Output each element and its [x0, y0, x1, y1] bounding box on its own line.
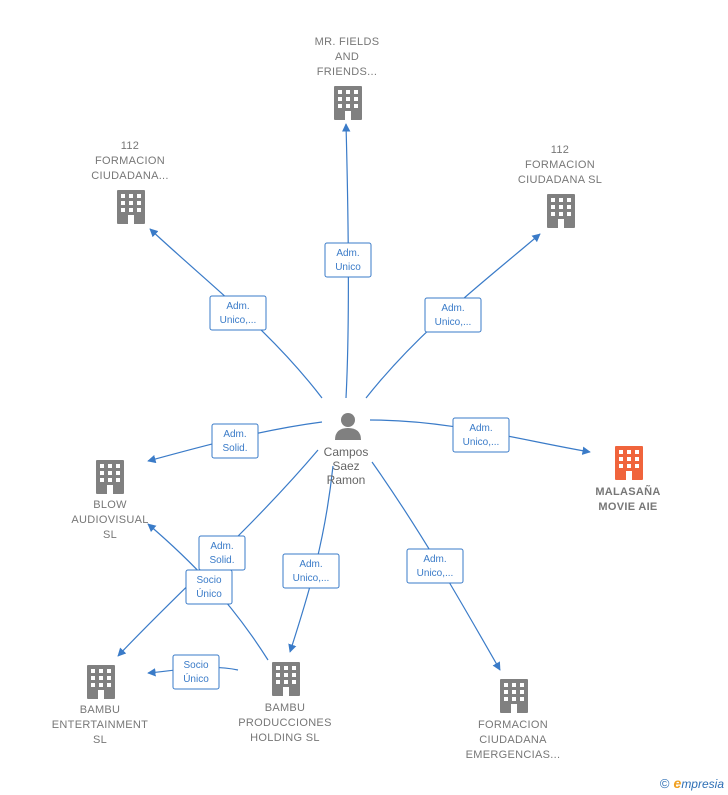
- edge-112-formacion-1: Adm. Unico,...: [149, 228, 323, 399]
- edge-malasana: Adm. Unico,...: [369, 417, 591, 455]
- building-icon[interactable]: [272, 662, 300, 696]
- edge-112-formacion-sl: Adm. Unico,...: [365, 233, 541, 399]
- node-label-line[interactable]: FORMACION: [525, 159, 595, 171]
- brand-initial: e: [673, 775, 682, 791]
- person-label-line[interactable]: Campos: [324, 445, 369, 459]
- node-label-line[interactable]: CIUDADANA: [479, 734, 547, 746]
- node-label-line[interactable]: MALASAÑA: [595, 485, 660, 498]
- building-icon[interactable]: [87, 665, 115, 699]
- building-icon[interactable]: [500, 679, 528, 713]
- edge-label-line: Adm.: [226, 301, 249, 312]
- person-label-line[interactable]: Ramon: [327, 473, 366, 487]
- node-label-line[interactable]: MOVIE AIE: [598, 501, 657, 513]
- node-bambu-ent[interactable]: BAMBU ENTERTAINMENT SL: [52, 665, 148, 746]
- node-label-line[interactable]: AUDIOVISUAL: [71, 514, 148, 526]
- edge-label-box[interactable]: [424, 297, 482, 333]
- building-icon[interactable]: [117, 190, 145, 224]
- node-label-line[interactable]: BLOW: [93, 499, 127, 511]
- edge-label-line: Socio: [183, 660, 208, 671]
- node-label-line[interactable]: CIUDADANA...: [91, 170, 169, 182]
- node-label-line[interactable]: FORMACION: [478, 719, 548, 731]
- edge-label-line: Adm.: [469, 423, 492, 434]
- edge-label-line: Unico,...: [435, 317, 472, 328]
- edge-label-box[interactable]: [185, 569, 233, 605]
- edge-label-box[interactable]: [211, 423, 259, 459]
- edge-label-line: Unico,...: [220, 315, 257, 326]
- node-blow[interactable]: BLOW AUDIOVISUAL SL: [71, 460, 148, 541]
- node-label-line[interactable]: BAMBU: [265, 702, 306, 714]
- edge-label-line: Adm.: [336, 248, 359, 259]
- copyright-symbol: ©: [659, 775, 670, 791]
- edge-label-line: Adm.: [299, 559, 322, 570]
- edge-label-line: Adm.: [441, 303, 464, 314]
- node-label-line[interactable]: FRIENDS...: [317, 66, 377, 78]
- person-icon[interactable]: [335, 413, 361, 440]
- node-label-line[interactable]: CIUDADANA SL: [518, 174, 602, 186]
- node-label-line[interactable]: SL: [103, 529, 117, 541]
- building-icon[interactable]: [615, 446, 643, 480]
- edge-label-box[interactable]: [324, 242, 372, 278]
- node-label-line[interactable]: ENTERTAINMENT: [52, 719, 148, 731]
- edge-label-line: Unico: [335, 262, 361, 273]
- building-icon[interactable]: [334, 86, 362, 120]
- edge-label-line: Unico,...: [463, 437, 500, 448]
- footer-credit: © empresia: [660, 775, 724, 791]
- edge-label-box[interactable]: [209, 295, 267, 331]
- node-label-line[interactable]: EMERGENCIAS...: [466, 749, 561, 761]
- edge-bambu-ent: Adm. Solid.: [117, 449, 319, 657]
- edge-bambu-prod: Adm. Unico,...: [282, 465, 340, 653]
- node-bambu-prod[interactable]: BAMBU PRODUCCIONES HOLDING SL: [238, 662, 331, 744]
- edge-label-line: Solid.: [222, 443, 247, 454]
- node-label-line[interactable]: 112: [121, 140, 139, 152]
- person-label-line[interactable]: Saez: [332, 459, 359, 473]
- edge-label-box[interactable]: [452, 417, 510, 453]
- edge-label-box[interactable]: [282, 553, 340, 589]
- node-label-line[interactable]: SL: [93, 734, 107, 746]
- node-label-line[interactable]: PRODUCCIONES: [238, 717, 331, 729]
- node-label-line[interactable]: HOLDING SL: [250, 732, 320, 744]
- node-label-line[interactable]: MR. FIELDS: [315, 36, 380, 48]
- building-icon[interactable]: [547, 194, 575, 228]
- node-label-line[interactable]: FORMACION: [95, 155, 165, 167]
- node-label-line[interactable]: AND: [335, 51, 359, 63]
- node-formacion-emerg[interactable]: FORMACION CIUDADANA EMERGENCIAS...: [466, 679, 561, 761]
- edge-label-line: Adm.: [423, 554, 446, 565]
- edge-mr-fields: Adm. Unico: [324, 123, 372, 399]
- edge-blow: Adm. Solid.: [147, 421, 323, 464]
- edge-label-box[interactable]: [406, 548, 464, 584]
- node-label-line[interactable]: 112: [551, 144, 569, 156]
- edge-formacion-emerg: Adm. Unico,...: [371, 461, 501, 671]
- edge-label-line: Unico,...: [417, 568, 454, 579]
- edge-label-line: Solid.: [209, 555, 234, 566]
- brand-logo[interactable]: empresia: [674, 775, 724, 791]
- edge-label-line: Único: [183, 672, 209, 685]
- node-mr-fields[interactable]: MR. FIELDS AND FRIENDS...: [315, 36, 380, 120]
- edge-label-box[interactable]: [172, 654, 220, 690]
- building-icon[interactable]: [96, 460, 124, 494]
- edge-label-line: Adm.: [223, 429, 246, 440]
- node-malasana[interactable]: MALASAÑA MOVIE AIE: [595, 446, 660, 513]
- node-label-line[interactable]: BAMBU: [80, 704, 121, 716]
- edge-label-line: Unico,...: [293, 573, 330, 584]
- edge-label-line: Socio: [196, 575, 221, 586]
- brand-name: mpresia: [681, 777, 724, 791]
- edge-label-line: Único: [196, 587, 222, 600]
- edge-label-line: Adm.: [210, 541, 233, 552]
